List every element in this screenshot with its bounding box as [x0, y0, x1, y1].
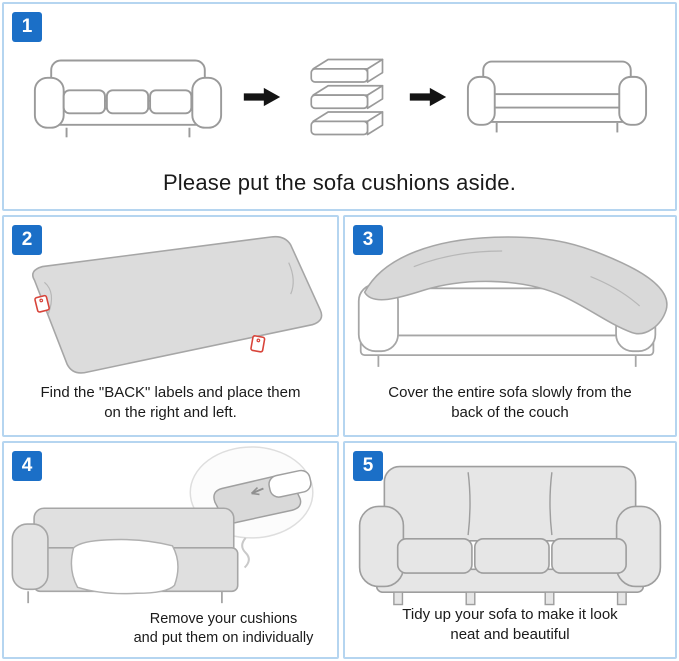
step-1-panel: 1	[2, 2, 677, 211]
arrow-right-icon	[409, 87, 446, 107]
step-3-badge: 3	[353, 225, 383, 255]
step-5-badge: 5	[353, 451, 383, 481]
step-2-panel: 2 Find the "BACK" labels and place them …	[2, 215, 339, 437]
step-5-caption-line-2: neat and beautiful	[450, 626, 570, 644]
cushion-removed-illustration	[11, 446, 314, 604]
back-label-tag-icon	[34, 294, 50, 313]
step-2-caption-line-2: on the right and left.	[104, 404, 237, 422]
step-5-caption-line-1: Tidy up your sofa to make it look	[402, 606, 618, 624]
step-3-panel: 3 Cover the entire sofa slowly from the …	[343, 215, 677, 437]
step-1-illustration-row	[4, 52, 675, 142]
step-2-badge: 2	[12, 225, 42, 255]
fully-covered-sofa-illustration	[358, 465, 662, 606]
sofa-without-cushions-illustration	[466, 60, 647, 133]
step-1-caption: Please put the sofa cushions aside.	[162, 170, 517, 195]
step-4-caption-line-2: and put them on individually	[133, 629, 314, 646]
step-1-badge: 1	[12, 12, 42, 42]
cover-laid-flat-illustration	[32, 235, 323, 374]
arrow-right-icon	[243, 87, 280, 107]
step-3-caption-line-1: Cover the entire sofa slowly from the	[388, 384, 632, 402]
step-2-caption: Find the "BACK" labels and place them on…	[4, 383, 337, 423]
step-4-badge: 4	[12, 451, 42, 481]
step-3-caption: Cover the entire sofa slowly from the ba…	[345, 383, 675, 423]
stacked-cushions-illustration	[309, 58, 383, 136]
step-2-caption-line-1: Find the "BACK" labels and place them	[40, 384, 301, 402]
cover-draped-over-sofa-illustration	[357, 236, 668, 367]
sofa-with-cushions-illustration	[33, 59, 222, 138]
back-label-tag-icon	[250, 335, 266, 353]
step-4-caption: Remove your cushions and put them on ind…	[112, 610, 335, 648]
step-4-caption-line-1: Remove your cushions	[149, 610, 298, 627]
step-5-panel: 5 Tidy up your sofa to make it look neat…	[343, 441, 677, 659]
step-3-caption-line-2: back of the couch	[451, 404, 569, 422]
step-5-caption: Tidy up your sofa to make it look neat a…	[345, 605, 675, 645]
step-4-panel: 4 Remove your cushions and put them on i…	[2, 441, 339, 659]
